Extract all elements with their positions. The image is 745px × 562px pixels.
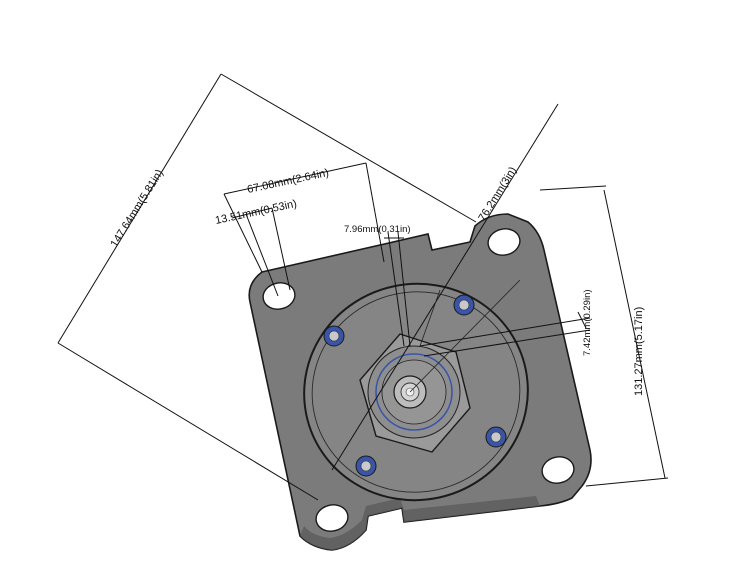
bolt-head-upper-right (453, 294, 475, 316)
bolt-head-upper-left (323, 325, 345, 347)
dim-label-diagonal: 147.64mm(5.81in) (108, 168, 165, 250)
boss-bolts (323, 294, 507, 477)
dim-label-top-width: 67.08mm(2.64in) (246, 167, 330, 196)
dim-label-side-height: 131.27mm(5.17in) (633, 307, 645, 396)
mounting-hole-bottom-right (541, 456, 575, 484)
mounting-hole-bottom-left (315, 504, 349, 532)
mounting-hole-top-left (262, 282, 296, 310)
mounting-holes (262, 228, 575, 532)
mounting-hole-top-right (487, 228, 521, 256)
seal-ring (375, 353, 453, 431)
bolt-head-lower-left (355, 455, 377, 477)
dim-label-side-small: 7.42mm(0.29in) (582, 289, 593, 356)
bolt-head-lower-right (485, 426, 507, 448)
dimension-lines (57, 73, 669, 501)
dim-label-small-offset: 7.96mm(0.31in) (344, 224, 411, 235)
boss-inner-ring (311, 291, 521, 493)
dim-label-hole-offset: 13.51mm(0.53in) (214, 198, 298, 227)
plate-edge-shade (300, 496, 540, 550)
